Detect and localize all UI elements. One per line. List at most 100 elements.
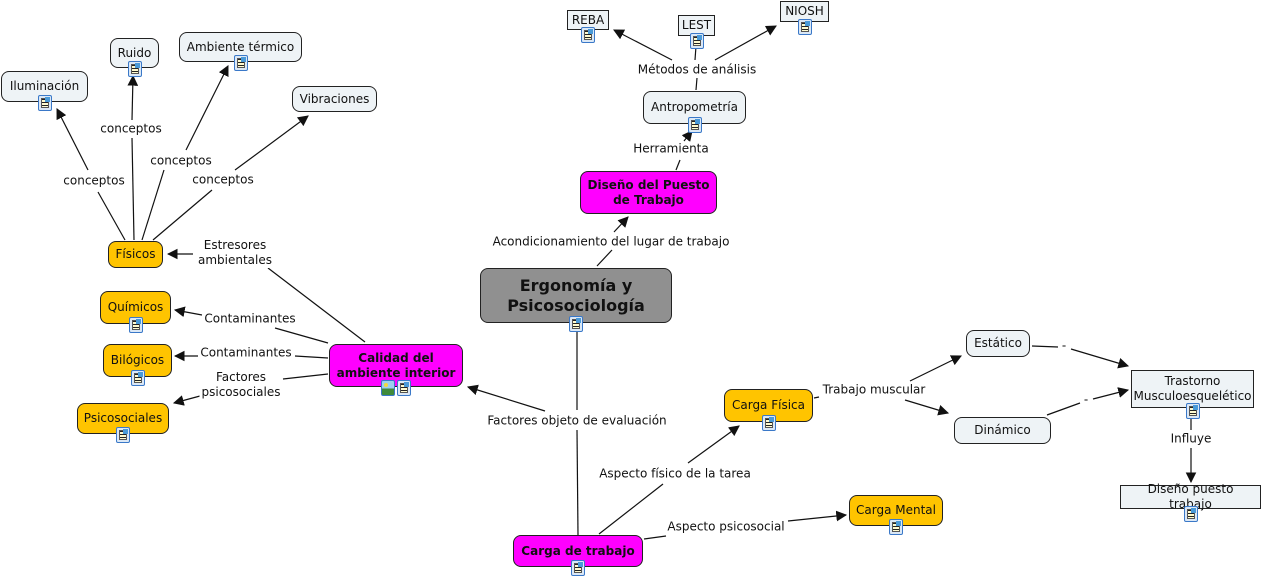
link-line [141,169,165,241]
link-line [131,137,135,241]
link-label: conceptos [190,172,256,188]
node-label: Trastorno Musculoesquelético [1133,374,1252,403]
node-label: NIOSH [785,4,824,18]
link-line [282,373,329,380]
node-label: Ruido [117,45,152,60]
link-line [1092,387,1130,400]
node-label: Ambiente térmico [186,39,295,54]
node-label: Diseño del Puesto de Trabajo [587,177,710,207]
node-label: LEST [681,18,712,32]
link-label: Contaminantes [198,345,294,361]
link-line [687,425,740,464]
link-line [675,159,681,171]
link-label: Herramienta [631,141,711,157]
node-label: Psicosociales [83,411,163,425]
document-icon[interactable] [689,33,704,49]
node-bilogicos[interactable]: Bilógicos [103,344,172,386]
link-line [152,189,213,241]
link-line [56,108,89,171]
node-calidad[interactable]: Calidad del ambiente interior [329,344,463,396]
link-line [596,249,613,267]
node-ruido[interactable]: Ruido [110,38,159,77]
link-line [267,267,366,343]
node-reba[interactable]: REBA [567,10,609,43]
node-niosh[interactable]: NIOSH [780,1,829,35]
node-root[interactable]: Ergonomía y Psicosociología [480,268,672,332]
link-label: Aspecto psicosocial [665,519,787,535]
document-icon[interactable] [581,27,595,43]
node-label: Carga de trabajo [521,543,635,558]
node-label: Vibraciones [299,91,370,106]
link-line [909,355,962,382]
link-line [274,327,329,344]
link-line [97,191,126,241]
node-carga-trabajo[interactable]: Carga de trabajo [513,535,643,576]
document-icon[interactable] [889,519,903,535]
link-line [294,355,329,359]
document-icon[interactable] [127,61,142,77]
document-icon[interactable] [116,427,130,443]
link-label: Trabajo muscular [820,382,928,398]
link-label: Influye [1168,431,1214,447]
document-icon[interactable] [233,55,248,71]
link-line [1031,345,1059,348]
link-label: Estresores ambientales [195,238,275,268]
image-icon[interactable] [381,380,395,396]
link-line [185,65,229,151]
link-line [695,77,698,91]
document-icon[interactable] [1185,403,1200,419]
document-icon[interactable] [128,317,143,333]
document-icon[interactable] [130,370,145,386]
link-label: conceptos [98,121,164,137]
link-line [127,74,139,121]
document-icon[interactable] [37,95,52,111]
link-line [904,399,950,416]
node-label: Físicos [115,247,156,261]
node-label: Carga Mental [856,503,936,517]
document-icon[interactable] [571,560,585,576]
node-trastorno[interactable]: Trastorno Musculoesquelético [1131,370,1254,419]
node-label: Calidad del ambiente interior [336,350,456,380]
link-label: Aspecto físico de la tarea [597,466,753,482]
node-diseno-puesto[interactable]: Diseño del Puesto de Trabajo [580,171,717,214]
node-label: REBA [571,12,605,27]
link-label: Acondicionamiento del lugar de trabajo [490,234,732,250]
node-vibraciones[interactable]: Vibraciones [292,86,377,112]
node-fisicos[interactable]: Físicos [108,241,163,268]
link-label: Factores objeto de evaluación [485,413,669,429]
node-diseno-puesto-trabajo[interactable]: Diseño puesto trabajo [1120,482,1261,522]
node-carga-fisica[interactable]: Carga Física [724,389,813,431]
link-line [613,29,673,61]
document-icon[interactable] [797,19,812,35]
link-label: conceptos [61,173,127,189]
link-line [643,535,667,540]
node-quimicos[interactable]: Químicos [100,291,171,333]
node-lest[interactable]: LEST [678,15,715,49]
node-estatico[interactable]: Estático [966,330,1030,357]
link-label: Factores psicosociales [199,370,283,400]
document-icon[interactable] [569,316,583,332]
node-carga-mental[interactable]: Carga Mental [849,495,943,535]
node-dinamico[interactable]: Dinámico [954,417,1051,444]
link-line [234,115,309,171]
document-icon[interactable] [687,117,702,133]
node-antropometria[interactable]: Antropometría [643,91,746,133]
link-line [1046,402,1081,416]
node-label: Dinámico [974,423,1031,437]
document-icon[interactable] [397,380,411,396]
link-line [613,216,629,233]
node-label: Estático [974,336,1022,350]
node-label: Químicos [107,300,164,314]
node-psicosociales[interactable]: Psicosociales [77,403,169,443]
node-label: Iluminación [9,79,80,93]
node-ambiente-termico[interactable]: Ambiente térmico [179,32,302,71]
document-icon[interactable] [761,415,776,431]
link-line [787,510,848,522]
node-iluminacion[interactable]: Iluminación [1,71,88,111]
link-line [466,384,546,412]
node-label: Carga Física [731,398,805,412]
link-label: Contaminantes [202,311,298,327]
node-label: Diseño puesto trabajo [1147,482,1234,511]
document-icon[interactable] [1183,506,1198,522]
